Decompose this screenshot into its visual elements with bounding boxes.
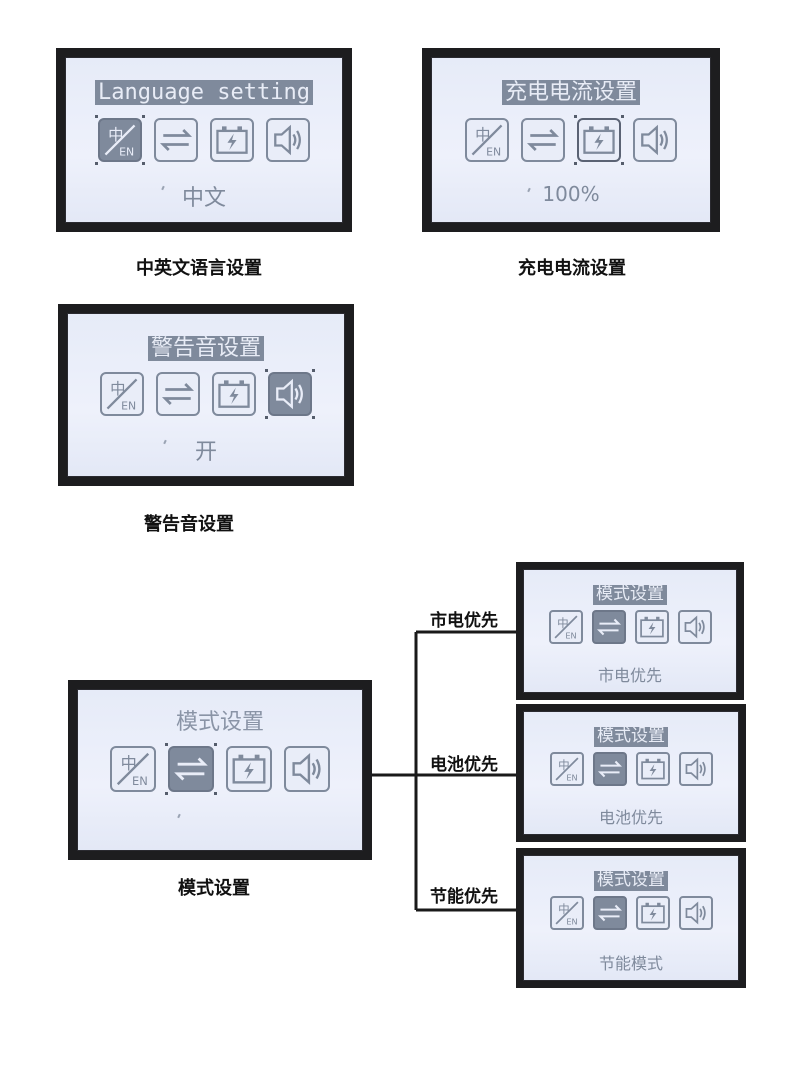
menu-icons	[524, 896, 738, 930]
battery-icon[interactable]	[634, 610, 669, 644]
speaker-icon[interactable]	[633, 118, 677, 162]
menu-icons	[78, 743, 362, 795]
lcd-panel-charge: 充电电流设置 100%	[422, 48, 720, 232]
lcd-screen: 警告音设置 开	[67, 313, 345, 477]
menu-icons	[524, 752, 738, 786]
setting-value: 开	[194, 440, 217, 465]
lcd-panel-mode-utility: 模式设置 市电优先	[516, 562, 744, 700]
language-icon[interactable]	[549, 752, 584, 786]
lcd-panel-mode: 模式设置	[68, 680, 372, 860]
lcd-screen: 模式设置 市电优先	[523, 569, 737, 693]
speaker-icon[interactable]	[678, 752, 713, 786]
setting-value: 市电优先	[597, 666, 662, 685]
caption-mode: 模式设置	[178, 878, 250, 899]
screen-title: 充电电流设置	[432, 80, 710, 106]
battery-icon[interactable]	[210, 118, 254, 162]
language-icon[interactable]	[465, 118, 509, 162]
caption-alarm: 警告音设置	[144, 514, 234, 535]
speaker-icon[interactable]	[678, 896, 713, 930]
transfer-icon[interactable]	[156, 372, 200, 416]
lcd-panel-mode-eco: 模式设置 节能模式	[516, 848, 746, 988]
branch-label-utility: 市电优先	[430, 611, 498, 631]
language-icon[interactable]	[95, 115, 145, 165]
menu-icons	[432, 115, 710, 165]
caption-language: 中英文语言设置	[136, 258, 262, 279]
screen-title: 警告音设置	[68, 336, 344, 362]
transfer-icon[interactable]	[592, 896, 627, 930]
setting-value: 电池优先	[598, 808, 663, 827]
setting-value: 中文	[181, 186, 226, 211]
battery-icon[interactable]	[635, 752, 670, 786]
lcd-screen: Language setting 中文	[65, 57, 343, 223]
speaker-icon[interactable]	[677, 610, 712, 644]
menu-icons	[524, 610, 736, 644]
lcd-screen: 模式设置 电池优先	[523, 711, 739, 835]
menu-icons	[66, 115, 342, 165]
branch-label-eco: 节能优先	[430, 887, 498, 907]
speaker-icon[interactable]	[265, 369, 315, 419]
lcd-panel-mode-battery: 模式设置 电池优先	[516, 704, 746, 842]
battery-icon[interactable]	[226, 746, 272, 792]
transfer-icon[interactable]	[165, 743, 217, 795]
language-icon[interactable]	[548, 610, 583, 644]
speaker-icon[interactable]	[284, 746, 330, 792]
setting-value: 节能模式	[598, 954, 663, 973]
lcd-panel-language: Language setting 中文	[56, 48, 352, 232]
branch-label-battery: 电池优先	[430, 755, 498, 775]
transfer-icon[interactable]	[591, 610, 626, 644]
lcd-panel-alarm: 警告音设置 开	[58, 304, 354, 486]
transfer-icon[interactable]	[592, 752, 627, 786]
screen-title: 模式设置	[175, 710, 264, 735]
language-icon[interactable]	[110, 746, 156, 792]
screen-title: Language setting	[66, 80, 342, 106]
transfer-icon[interactable]	[154, 118, 198, 162]
screen-title: 模式设置	[524, 870, 738, 891]
language-icon[interactable]	[549, 896, 584, 930]
menu-icons	[68, 369, 344, 419]
battery-icon[interactable]	[212, 372, 256, 416]
caption-charge: 充电电流设置	[518, 258, 626, 279]
screen-title: 模式设置	[524, 584, 736, 605]
setting-value: 100%	[542, 182, 600, 206]
lcd-screen: 模式设置	[77, 689, 363, 851]
lcd-screen: 充电电流设置 100%	[431, 57, 711, 223]
battery-icon[interactable]	[574, 115, 624, 165]
screen-title: 模式设置	[524, 726, 738, 747]
transfer-icon[interactable]	[521, 118, 565, 162]
language-icon[interactable]	[100, 372, 144, 416]
lcd-screen: 模式设置 节能模式	[523, 855, 739, 981]
speaker-icon[interactable]	[266, 118, 310, 162]
battery-icon[interactable]	[635, 896, 670, 930]
